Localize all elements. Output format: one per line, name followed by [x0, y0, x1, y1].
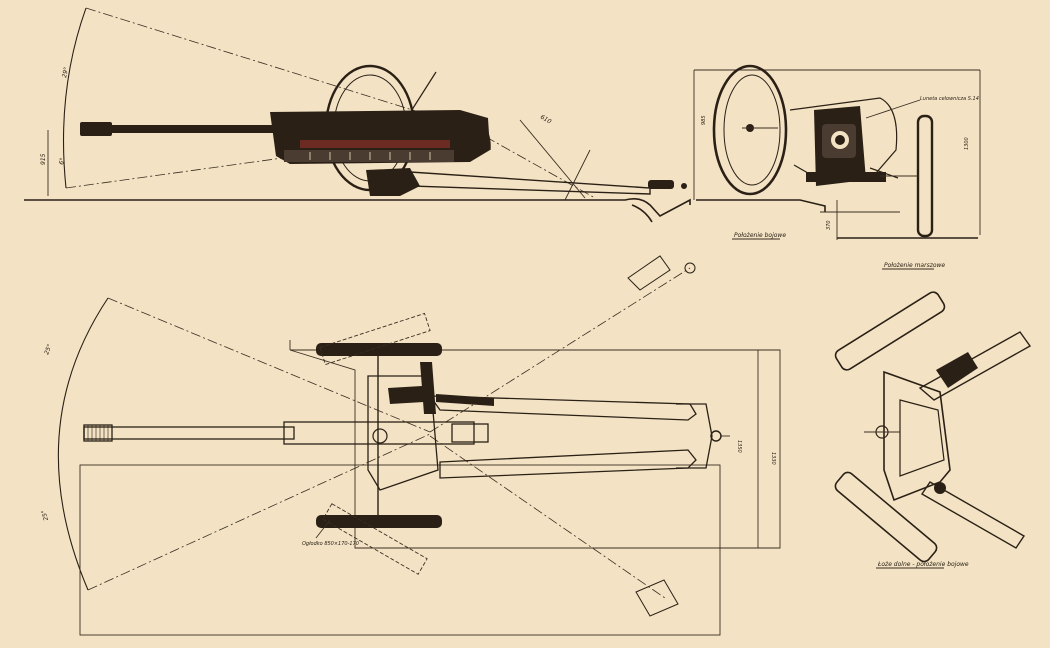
plan-view: 25° 25° 1330 1350 [40, 255, 781, 636]
svg-text:985: 985 [701, 115, 707, 125]
trail-arm-lower [921, 481, 1025, 549]
lower-carriage-view: Łoże dolne - położenie bojowe [834, 291, 1032, 569]
wheel-lower-top [834, 291, 946, 371]
muzzle-brake-plan [83, 424, 113, 442]
svg-text:370: 370 [826, 220, 832, 230]
ground-line-front-combat [696, 199, 826, 212]
trail-plan-lower [439, 449, 697, 479]
caption-march-position: Położenie marszowe [884, 262, 945, 269]
svg-text:25°: 25° [43, 343, 53, 355]
svg-text:1300: 1300 [964, 137, 970, 150]
muzzle-brake-side [80, 122, 112, 136]
svg-text:1350: 1350 [736, 440, 742, 453]
length-label: 610 [539, 114, 553, 126]
trail-spade-swung-bottom [635, 579, 679, 617]
caption-combat-position: Położenie bojowe [734, 232, 786, 239]
caption-lower-carriage: Łoże dolne - położenie bojowe [877, 561, 969, 568]
wheel-plan-top [316, 343, 442, 356]
wheel-front-left [712, 64, 788, 196]
elev-bottom-label: 6° [58, 157, 66, 165]
wheel-lower-bottom [834, 471, 938, 563]
trail-arm-upper [918, 331, 1032, 401]
barrel-plan [83, 426, 295, 440]
elevation-line-min [65, 131, 471, 189]
wheel-plan-bottom [316, 515, 442, 528]
front-view: Luneta celownicza S.14 985 1300 370 Poło… [693, 64, 981, 270]
elevation-line-max [85, 7, 471, 129]
traverse-line-bottom [87, 433, 431, 591]
svg-text:1330: 1330 [770, 452, 776, 465]
traverse-arc [57, 297, 109, 591]
trail-side [409, 171, 651, 195]
wheel-front-right [916, 114, 934, 238]
emplacement-outline [79, 464, 721, 636]
recoil-sector-line [469, 127, 596, 199]
carriage-frame [883, 370, 951, 502]
trail-plan-upper [428, 395, 697, 421]
ground-line-side [24, 198, 691, 217]
trail-spade-swung-top [627, 255, 696, 291]
mount-side [366, 168, 420, 196]
elevation-arc [63, 7, 87, 189]
side-view: 29° 6° 915 610 [24, 7, 691, 223]
height-label: 915 [40, 153, 47, 165]
wheel-note: Ogłodko 850×170-170 [302, 541, 359, 547]
elev-top-label: 29° [61, 67, 70, 79]
traverse-line-top [107, 297, 431, 433]
svg-text:25°: 25° [40, 509, 50, 521]
scope-note: Luneta celownicza S.14 [920, 96, 979, 102]
